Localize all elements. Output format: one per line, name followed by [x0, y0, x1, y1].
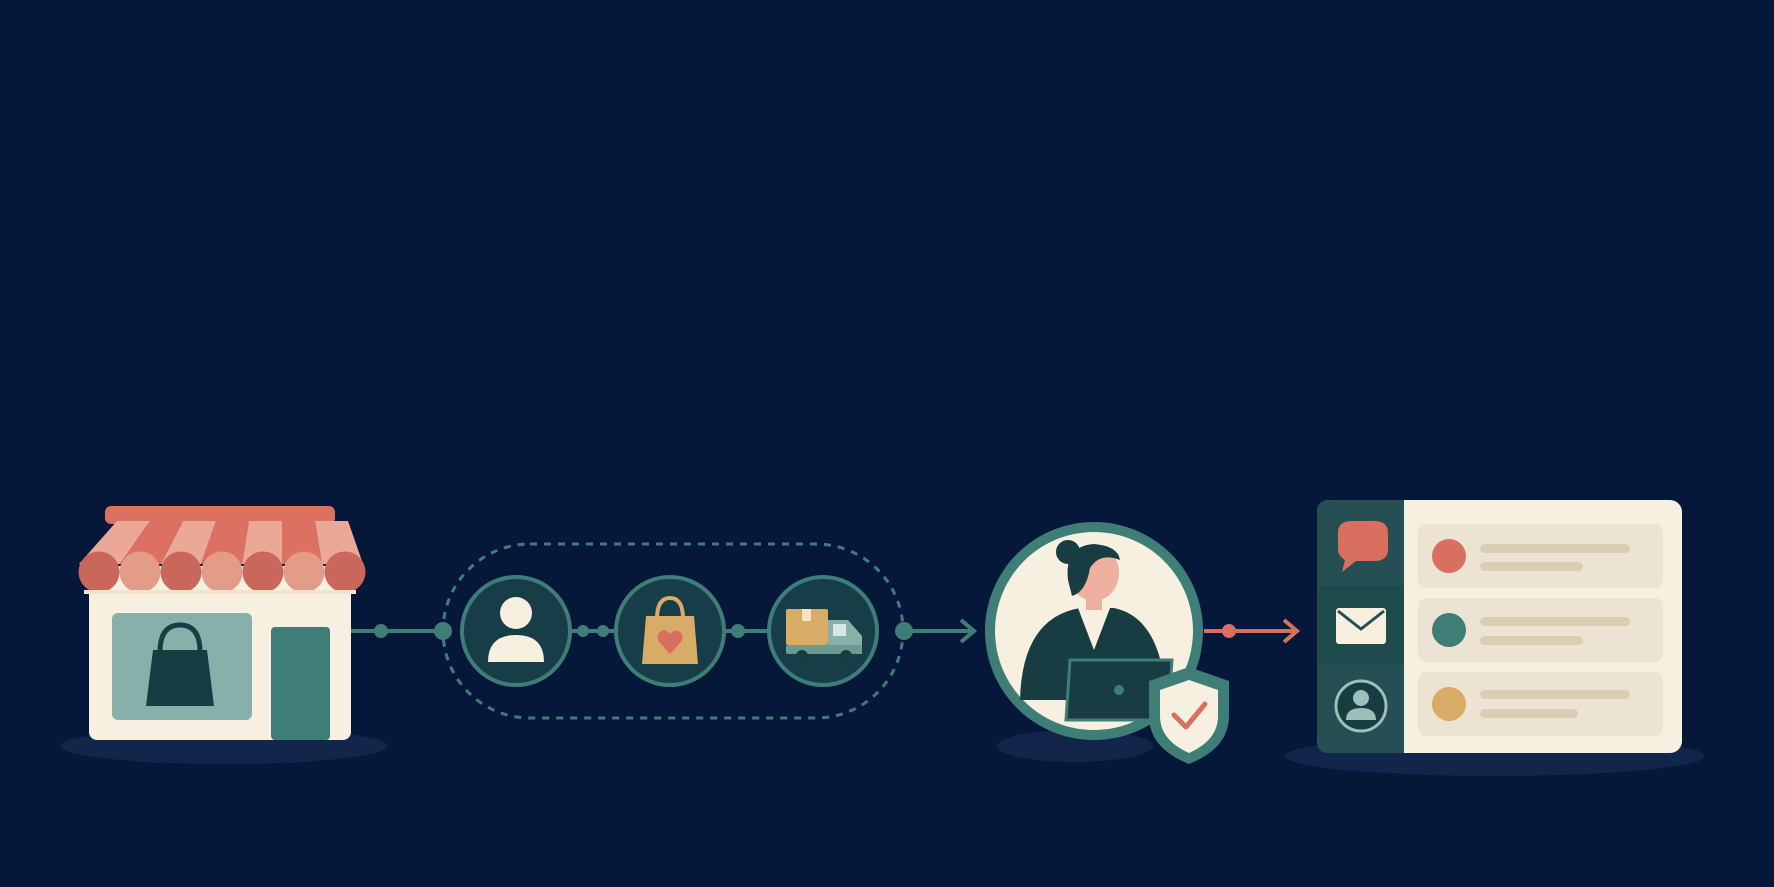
- shield-check-icon: [1149, 667, 1229, 764]
- message-row: [1418, 598, 1663, 662]
- scallop: [283, 551, 325, 593]
- connector-dot: [597, 625, 609, 637]
- scallop: [324, 551, 366, 593]
- message-line: [1480, 636, 1583, 645]
- message-line: [1480, 544, 1630, 553]
- shopping-node: [614, 575, 726, 687]
- message-line: [1480, 709, 1578, 718]
- scallop: [160, 551, 202, 593]
- support-agent-node: [985, 522, 1229, 764]
- user-icon: [488, 597, 544, 662]
- user-node: [460, 575, 572, 687]
- status-dot: [1432, 613, 1466, 647]
- awning-stripe: [242, 521, 282, 564]
- scallop: [201, 551, 243, 593]
- arrow-head: [1282, 618, 1301, 644]
- connector-store-journey: [351, 622, 452, 640]
- connector-dot: [1222, 624, 1236, 638]
- connector-agent-inbox: [1204, 618, 1301, 644]
- awning-trim: [84, 590, 356, 594]
- status-dot: [1432, 539, 1466, 573]
- connector-dot: [374, 624, 388, 638]
- profile-icon: [1334, 679, 1388, 733]
- connector-dot: [577, 625, 589, 637]
- chat-bubble-icon: [1338, 521, 1388, 572]
- message-row: [1418, 524, 1663, 588]
- envelope-icon: [1336, 608, 1386, 644]
- scallop: [78, 551, 120, 593]
- inbox-panel: [1317, 500, 1682, 753]
- store-door: [271, 627, 330, 740]
- scallop: [242, 551, 284, 593]
- message-line: [1480, 690, 1630, 699]
- customer-journey-group: [441, 542, 905, 720]
- arrow-head: [959, 618, 978, 644]
- delivery-truck-icon: [786, 609, 862, 662]
- awning-stripe: [201, 521, 249, 564]
- shopping-bag-heart-icon: [642, 595, 698, 664]
- connector-dot: [895, 622, 913, 640]
- shopping-bag-icon: [146, 622, 214, 706]
- message-row: [1418, 672, 1663, 736]
- awning-top: [105, 506, 335, 524]
- support-agent-icon: [1020, 540, 1174, 722]
- status-dot: [1432, 687, 1466, 721]
- connector-journey-agent: [895, 618, 978, 644]
- connector-dot: [731, 624, 745, 638]
- delivery-node: [767, 575, 879, 687]
- message-line: [1480, 617, 1630, 626]
- message-line: [1480, 562, 1583, 571]
- storefront-icon: [78, 506, 366, 740]
- scallop: [119, 551, 161, 593]
